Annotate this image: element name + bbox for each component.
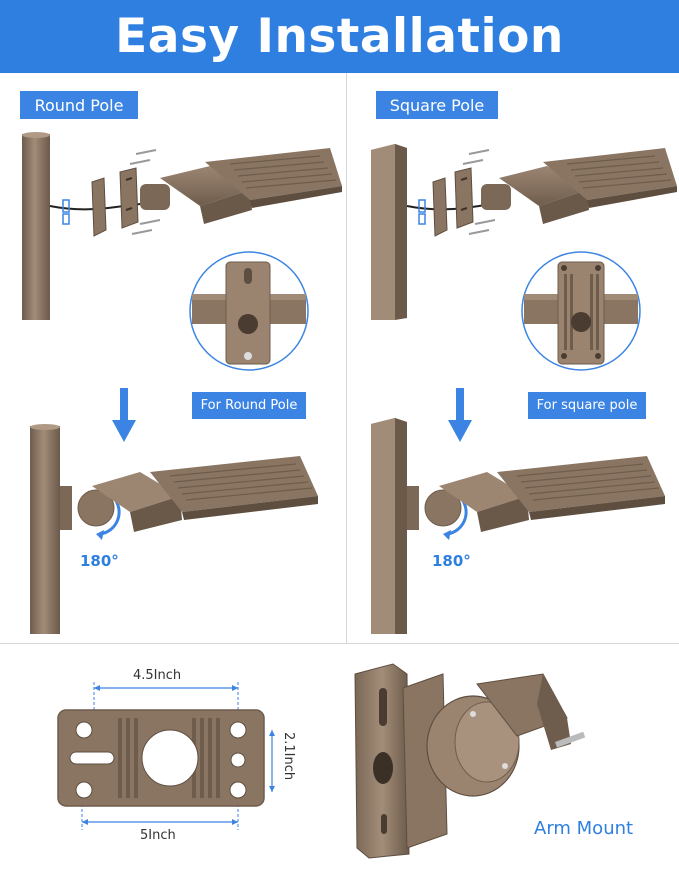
square-rotation-label: 180° [432,552,471,570]
square-pole-exploded-illustration [371,144,677,320]
mounting-bracket-dimension-drawing [57,682,275,830]
round-pole-bracket-detail [189,251,309,371]
panel-divider-vertical [346,73,347,643]
panel-divider-horizontal [0,643,679,644]
round-pole-exploded-illustration [22,132,342,320]
square-pole-bracket-detail [521,251,641,371]
round-pole-callout: For Round Pole [192,392,306,419]
arm-mount-label: Arm Mount [534,818,634,839]
page-title: Easy Installation [0,0,679,73]
round-pole-assembled-illustration [30,424,318,634]
bracket-height-label: 2.1Inch [281,732,296,781]
square-pole-label: Square Pole [376,91,498,119]
arm-mount-illustration [354,663,586,859]
square-pole-callout: For square pole [528,392,646,419]
bracket-width-bottom-label: 5Inch [140,828,176,843]
bracket-width-top-label: 4.5Inch [133,668,182,683]
round-pole-label: Round Pole [20,91,138,119]
square-pole-assembled-illustration [371,418,665,634]
arrow-down-icon [448,388,472,442]
round-rotation-label: 180° [80,552,119,570]
arrow-down-icon [112,388,136,442]
